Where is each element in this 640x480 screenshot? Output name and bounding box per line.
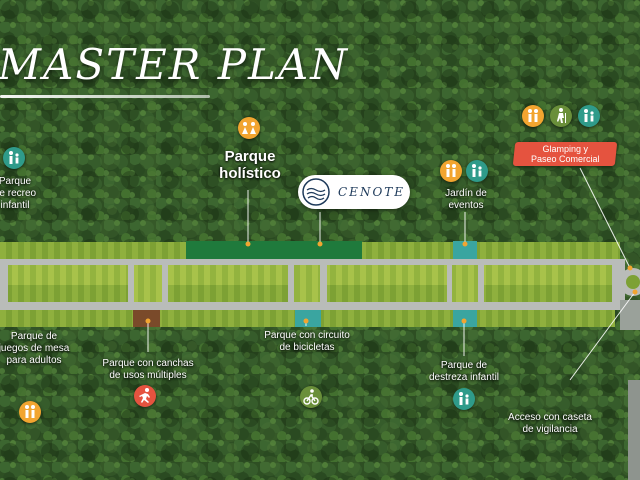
label-acceso: Acceso con caseta de vigilancia bbox=[508, 412, 592, 435]
label-parque-destreza: Parque de destreza infantil bbox=[428, 360, 500, 383]
runner-icon bbox=[134, 385, 156, 407]
yoga-group-icon bbox=[238, 117, 260, 139]
label-jardin-eventos: Jardín de eventos bbox=[445, 188, 487, 211]
cyclist-icon bbox=[300, 386, 322, 408]
label-parque-canchas: Parque con canchas de usos múltiples bbox=[102, 358, 194, 381]
cenote-badge: CENOTE bbox=[298, 175, 410, 209]
label-parque-mesa: Parque de juegos de mesa para adultos bbox=[0, 331, 70, 366]
cenote-logo-icon bbox=[302, 178, 330, 206]
title-underline bbox=[0, 95, 210, 98]
family-icon bbox=[3, 147, 25, 169]
family-icon bbox=[453, 388, 475, 410]
family-icon bbox=[466, 160, 488, 182]
glamping-badge: Glamping y Paseo Comercial bbox=[512, 142, 618, 166]
hiking-icon bbox=[550, 105, 572, 127]
label-parque-bicicletas: Parque con circuito de bicicletas bbox=[264, 330, 350, 353]
label-parque-recreo: Parque de recreo infantil bbox=[0, 176, 37, 211]
people-icon bbox=[522, 105, 544, 127]
page-title: MASTER PLAN bbox=[0, 40, 349, 89]
people-icon bbox=[440, 160, 462, 182]
people-icon bbox=[19, 401, 41, 423]
label-parque-holistico: Parque holístico bbox=[219, 148, 281, 182]
cenote-label: CENOTE bbox=[338, 185, 406, 199]
family-icon bbox=[578, 105, 600, 127]
